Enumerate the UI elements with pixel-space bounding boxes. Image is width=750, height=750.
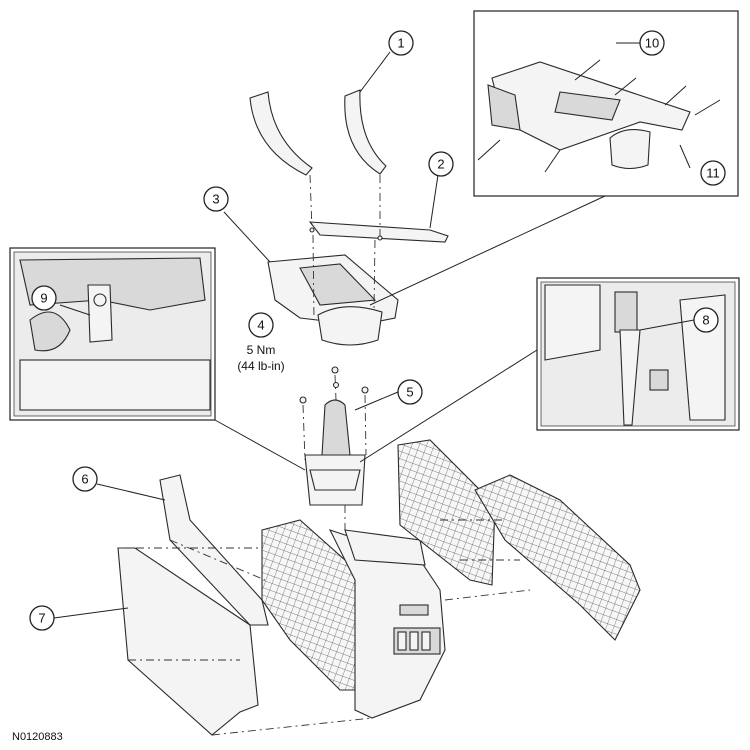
inset-left xyxy=(9,247,216,421)
callout-10-label: 10 xyxy=(645,36,659,51)
callout-3-label: 3 xyxy=(212,192,219,207)
side-trim-pieces xyxy=(249,89,387,176)
inset-right xyxy=(536,277,740,431)
callout-8: 8 xyxy=(693,307,719,333)
callout-2: 2 xyxy=(428,151,454,177)
callout-1: 1 xyxy=(388,30,414,56)
callout-11: 11 xyxy=(700,160,726,186)
side-panel xyxy=(117,547,259,736)
callout-5: 5 xyxy=(397,379,423,405)
leader-lines xyxy=(53,51,695,619)
side-bracket xyxy=(159,474,269,626)
callout-4-label: 4 xyxy=(257,318,264,333)
inset-top-right xyxy=(473,10,739,197)
alignment-lines xyxy=(118,174,531,736)
torque-spec: 5 Nm (44 lb-in) xyxy=(237,343,284,373)
callout-5-label: 5 xyxy=(406,385,413,400)
fasteners xyxy=(299,227,383,404)
callout-3: 3 xyxy=(203,186,229,212)
figure-id: N0120883 xyxy=(12,731,63,743)
callout-1-label: 1 xyxy=(397,36,404,51)
torque-value: 5 Nm xyxy=(247,343,276,357)
right-panels xyxy=(397,439,641,641)
torque-alt-value: (44 lb-in) xyxy=(237,359,284,373)
callout-7: 7 xyxy=(29,605,55,631)
callout-6-label: 6 xyxy=(81,472,88,487)
callout-7-label: 7 xyxy=(38,611,45,626)
callout-9-label: 9 xyxy=(40,291,47,306)
callout-10: 10 xyxy=(639,30,665,56)
callout-6: 6 xyxy=(72,466,98,492)
callout-4: 4 xyxy=(248,312,274,338)
shifter-assembly xyxy=(304,399,366,506)
console-body xyxy=(261,519,446,719)
callout-11-label: 11 xyxy=(706,166,720,181)
shifter-bezel xyxy=(267,221,449,346)
callout-8-label: 8 xyxy=(702,313,709,328)
callout-9: 9 xyxy=(31,285,57,311)
callout-2-label: 2 xyxy=(437,157,444,172)
